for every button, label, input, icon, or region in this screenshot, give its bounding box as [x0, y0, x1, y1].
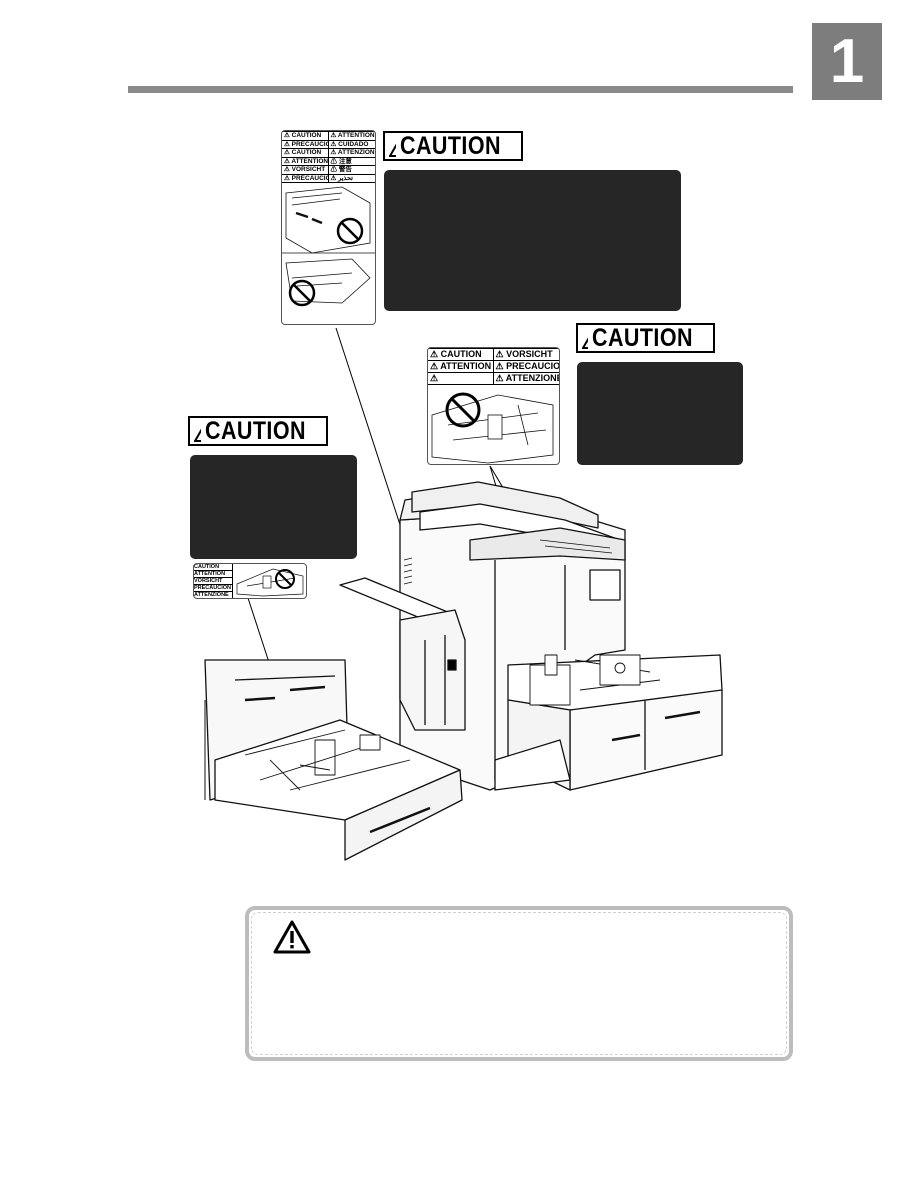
caution-label-middle: CAUTIONVORSICHT ATTENTIONPRECAUCION ATTE…	[427, 347, 560, 465]
header-rule	[128, 86, 793, 93]
label-top-illustration	[282, 186, 375, 307]
caution-badge-top: CAUTION	[383, 131, 523, 161]
label-middle-illustration	[431, 392, 554, 464]
warning-triangle-icon	[582, 337, 588, 349]
prohibition-icon	[336, 217, 364, 245]
caution-text-box-right	[577, 362, 743, 465]
warning-triangle-icon	[194, 428, 201, 442]
caution-text-box-top	[384, 170, 681, 311]
warning-triangle-icon	[273, 920, 311, 954]
prohibition-icon	[445, 392, 481, 428]
caution-text-box-left	[190, 455, 357, 559]
caution-badge-left: CAUTION	[188, 416, 328, 446]
prohibition-icon	[274, 569, 295, 589]
caution-notice-box	[245, 906, 793, 1061]
chapter-tab: 1	[812, 23, 882, 100]
caution-label-left: CAUTION ATTENTION VORSICHT PRECAUCION AT…	[193, 563, 307, 599]
warning-triangle-icon	[389, 143, 396, 157]
caution-badge-right: CAUTION	[576, 323, 715, 353]
prohibition-icon	[288, 279, 316, 307]
label-left-illustration	[236, 568, 304, 597]
